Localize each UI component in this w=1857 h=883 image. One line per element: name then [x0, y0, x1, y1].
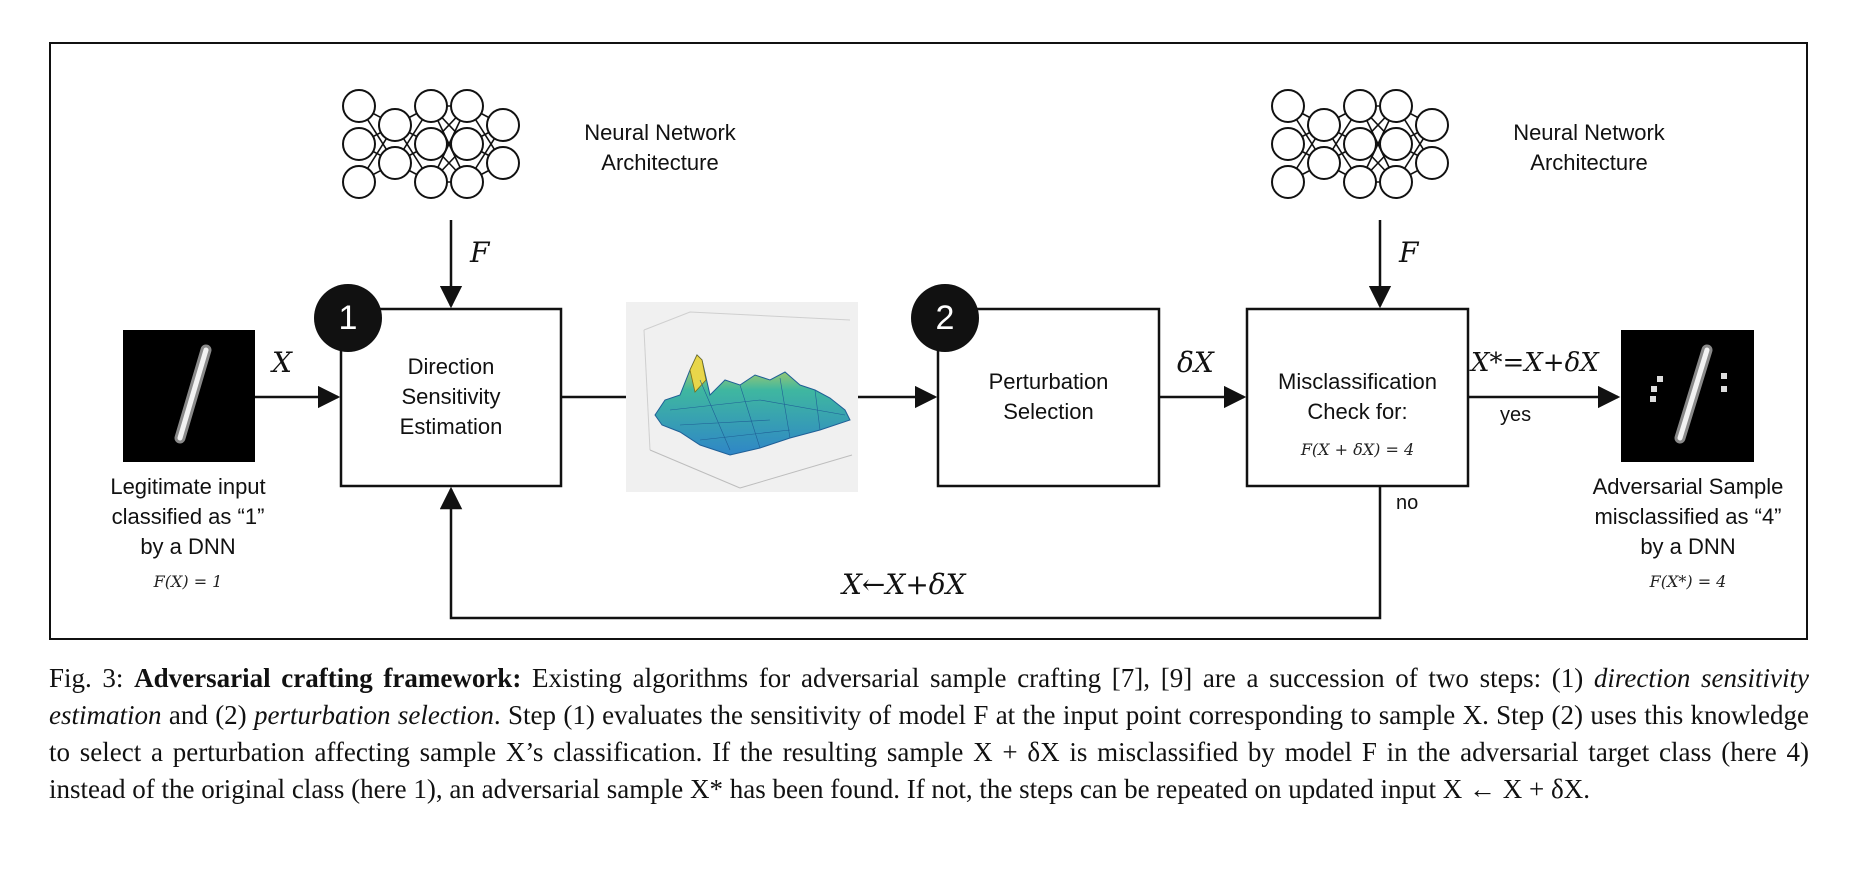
network-node — [486, 146, 520, 180]
input-formula: F(X) = 1 — [153, 572, 223, 591]
direction-sensitivity-box — [339, 307, 563, 488]
network-node — [1379, 89, 1413, 123]
network-node — [1415, 146, 1449, 180]
step1-badge: 1 — [314, 284, 382, 352]
network-node — [450, 89, 484, 123]
yes-label: yes — [1500, 404, 1532, 426]
figure-caption: Fig. 3: Adversarial crafting framework: … — [49, 660, 1809, 808]
network-node — [1271, 165, 1305, 199]
network-node — [414, 165, 448, 199]
neural-network-right-icon — [1271, 89, 1449, 199]
network-node — [1415, 108, 1449, 142]
network-node — [342, 165, 376, 199]
input-caption: Legitimate input classified as “1” by a … — [110, 474, 266, 559]
f-symbol-left: F — [470, 236, 490, 269]
network-node — [450, 127, 484, 161]
network-node — [1379, 127, 1413, 161]
adversarial-sample-formula: X*=X+δX — [1471, 348, 1599, 378]
check-formula: F(X + δX) = 4 — [1300, 440, 1415, 459]
diagram-frame — [49, 42, 1808, 640]
feedback-loop-arrow — [439, 486, 1382, 620]
caption-text-3: . Step (1) evaluates the sensitivity of … — [49, 700, 1810, 804]
output-formula: F(X*) = 4 — [1649, 572, 1727, 591]
network-node — [1307, 108, 1341, 142]
f-symbol-right: F — [1399, 236, 1419, 269]
no-label: no — [1396, 492, 1419, 514]
network-node — [1343, 165, 1377, 199]
x-symbol: X — [272, 346, 292, 379]
caption-fig-number: Fig. 3: — [49, 663, 124, 693]
network-node — [414, 89, 448, 123]
network-node — [1271, 89, 1305, 123]
network-node — [1343, 127, 1377, 161]
network-node — [378, 108, 412, 142]
caption-title: Adversarial crafting framework: — [134, 663, 522, 693]
caption-text-1: Existing algorithms for adversarial samp… — [532, 663, 1584, 693]
step1-label: Direction Sensitivity Estimation — [399, 354, 503, 439]
network-node — [1307, 146, 1341, 180]
misclassification-check-box — [1245, 307, 1470, 488]
network-label-right: Neural Network Architecture — [1513, 120, 1665, 175]
output-caption: Adversarial Sample misclassified as “4” … — [1592, 474, 1784, 559]
neural-network-left-icon — [342, 89, 520, 199]
network-node — [1343, 89, 1377, 123]
network-node — [342, 89, 376, 123]
network-label-left: Neural Network Architecture — [584, 120, 736, 175]
step2-label: Perturbation Selection — [988, 369, 1109, 424]
caption-text-2: and (2) — [168, 700, 247, 730]
check-label: Misclassification Check for: — [1278, 369, 1437, 424]
network-node — [342, 127, 376, 161]
perturbation-selection-box — [936, 307, 1161, 488]
caption-term-1: direction sensitivity estimation — [49, 663, 1810, 730]
feedback-loop-label: X←X+δX — [842, 568, 966, 601]
adversarial-digit-image — [1621, 330, 1754, 462]
caption-term-2: perturbation selection — [254, 700, 494, 730]
network-node — [450, 165, 484, 199]
framework-diagram — [123, 89, 1754, 620]
sensitivity-surface-plot — [626, 302, 858, 492]
network-node — [1271, 127, 1305, 161]
digit-one-image — [123, 330, 255, 462]
network-node — [414, 127, 448, 161]
step2-badge: 2 — [911, 284, 979, 352]
network-node — [486, 108, 520, 142]
network-node — [1379, 165, 1413, 199]
delta-x-symbol: δX — [1177, 346, 1214, 379]
network-node — [378, 146, 412, 180]
